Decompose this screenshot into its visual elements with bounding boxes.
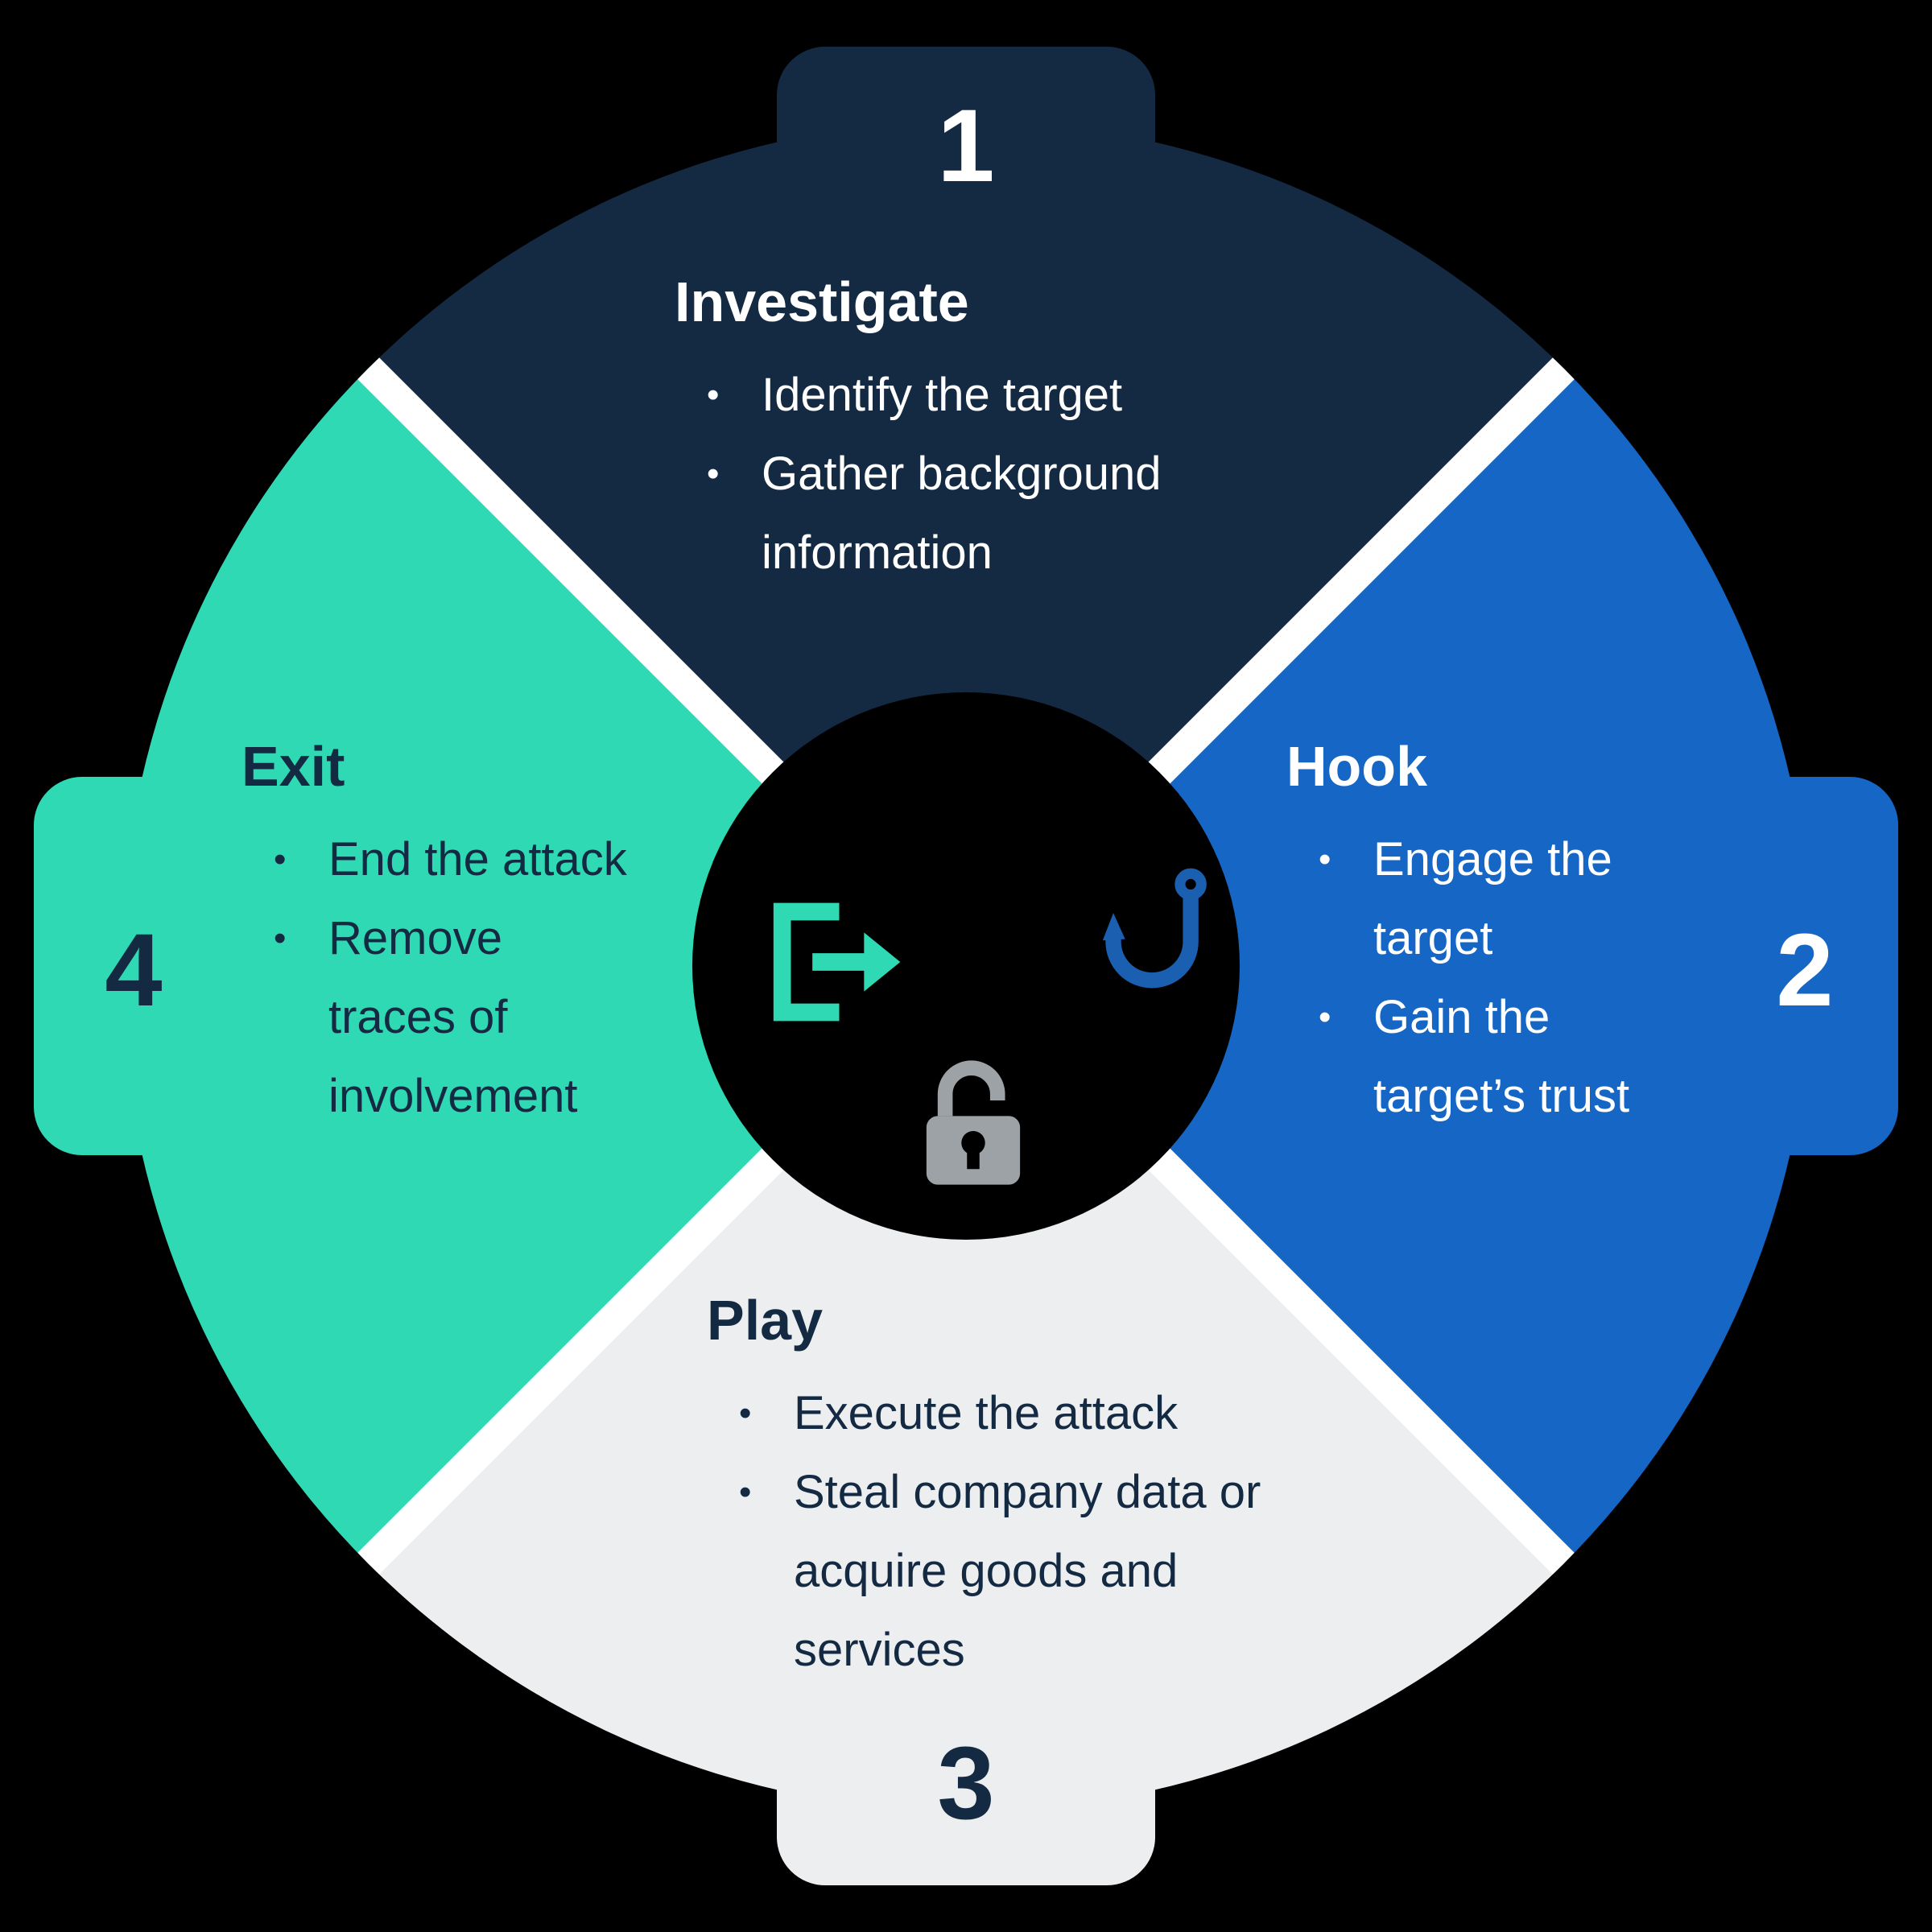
step-1-number: 1 (937, 89, 995, 204)
exit-panel: Exit • End the attack • Remove traces of… (242, 734, 757, 1136)
open-padlock-icon (926, 1060, 1021, 1185)
step-3-number: 3 (937, 1726, 995, 1841)
bullet-dot: • (739, 1472, 752, 1512)
bullet-text: Identify the target (762, 368, 1123, 421)
hook-bullet-1: • Engage the target (1286, 820, 1753, 978)
hook-bullet-2: • Gain the target’s trust (1286, 978, 1753, 1136)
bullet-text: Gather background information (762, 447, 1162, 579)
exit-bullet-1: • End the attack (242, 820, 757, 899)
bullet-dot: • (739, 1393, 752, 1433)
play-title: Play (707, 1289, 823, 1352)
step-2-number: 2 (1776, 913, 1834, 1028)
exit-bullet-2: • Remove traces of involvement (242, 899, 757, 1136)
exit-title: Exit (242, 735, 345, 798)
bullet-dot: • (1319, 839, 1331, 879)
bullet-text: Gain the target’s trust (1373, 990, 1630, 1122)
hook-panel: Hook • Engage the target • Gain the targ… (1286, 734, 1753, 1136)
bullet-dot: • (707, 374, 720, 415)
step-4-number: 4 (105, 913, 163, 1028)
bullet-text: Steal company data or acquire goods and … (794, 1465, 1261, 1676)
play-bullet-2: • Steal company data or acquire goods an… (707, 1453, 1463, 1690)
hook-title: Hook (1286, 735, 1427, 798)
logout-arrow-icon (773, 902, 901, 1022)
investigate-panel: Investigate • Identify the target • Gath… (675, 270, 1335, 592)
play-bullet-1: • Execute the attack (707, 1374, 1463, 1453)
investigate-bullet-2: • Gather background information (675, 435, 1335, 592)
bullet-text: Execute the attack (794, 1386, 1179, 1439)
investigate-title: Investigate (675, 270, 969, 333)
bullet-text: Engage the target (1373, 832, 1612, 964)
play-panel: Play • Execute the attack • Steal compan… (707, 1288, 1463, 1690)
bullet-text: Remove traces of involvement (328, 911, 578, 1122)
bullet-dot: • (274, 839, 287, 879)
bullet-dot: • (274, 918, 287, 958)
bullet-dot: • (1319, 997, 1331, 1037)
bullet-text: End the attack (328, 832, 627, 886)
bullet-dot: • (707, 453, 720, 493)
fish-hook-icon (1102, 868, 1207, 989)
investigate-bullet-1: • Identify the target (675, 356, 1335, 435)
